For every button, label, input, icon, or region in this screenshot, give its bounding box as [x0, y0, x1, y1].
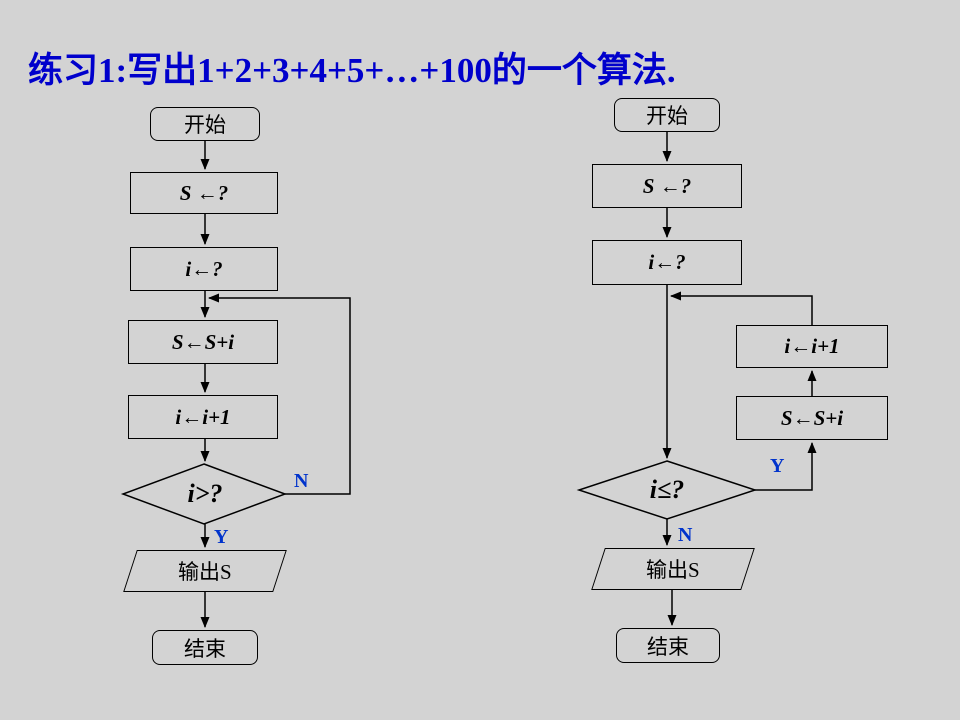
right-edge-y-to-acc — [755, 442, 817, 491]
right-accumulate-process: S←S+i — [736, 396, 888, 440]
right-decision-shape — [576, 460, 758, 520]
left-edge-loopback-n — [208, 293, 351, 495]
left-increment-process: i←i+1 — [128, 395, 278, 439]
left-branch-n-label: N — [294, 470, 309, 492]
right-output-label: 输出S — [646, 558, 700, 582]
right-branch-y-label: Y — [770, 455, 785, 477]
left-branch-y-label: Y — [214, 526, 229, 548]
right-branch-n-label: N — [678, 524, 693, 546]
left-decision-shape — [120, 463, 288, 525]
right-start-terminal: 开始 — [614, 98, 720, 132]
right-end-terminal: 结束 — [616, 628, 720, 663]
page-title: 练习1:写出1+2+3+4+5+…+100的一个算法. — [28, 51, 676, 90]
left-init-i-process: i←? — [130, 247, 278, 291]
right-edge-loopback — [670, 291, 813, 325]
left-accumulate-process: S←S+i — [128, 320, 278, 364]
left-start-terminal: 开始 — [150, 107, 260, 141]
right-output-io: 输出S — [591, 548, 755, 590]
right-init-s-process: S ←? — [592, 164, 742, 208]
left-decision-label: i>? — [187, 479, 223, 508]
right-increment-process: i←i+1 — [736, 325, 888, 368]
right-init-i-process: i←? — [592, 240, 742, 285]
left-init-s-process: S ←? — [130, 172, 278, 214]
left-output-label: 输出S — [178, 560, 232, 584]
right-decision-label: i≤? — [649, 475, 685, 504]
left-output-io: 输出S — [123, 550, 287, 592]
left-end-terminal: 结束 — [152, 630, 258, 665]
